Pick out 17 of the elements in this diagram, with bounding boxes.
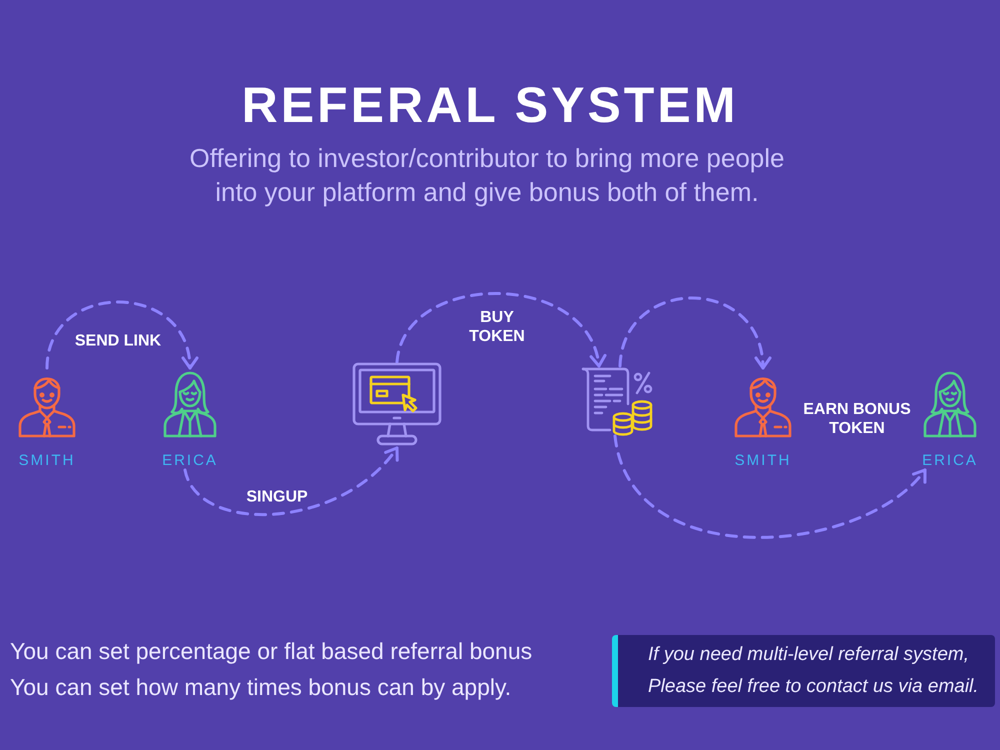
dashed-arrow xyxy=(184,446,398,516)
info-text: You can set how many times bonus can by apply. xyxy=(10,673,512,701)
dashed-arrow xyxy=(396,292,605,368)
note-text: If you need multi-level referral system, Please feel free to contact us via email. xyxy=(648,643,980,699)
title: REFERAL SYSTEM xyxy=(242,76,738,135)
receipt-with-coins-icon xyxy=(580,366,654,436)
person-name: ERICA xyxy=(922,452,978,470)
person-name: SMITH xyxy=(18,452,76,470)
info-text: You can set percentage or flat based referral bonus xyxy=(10,637,532,665)
subtitle: Offering to investor/contributor to bring more people into your platform and give bonus both of them. xyxy=(188,142,786,209)
computer-monitor-icon xyxy=(352,362,442,448)
person-name: ERICA xyxy=(162,452,218,470)
dashed-arrow xyxy=(614,434,926,539)
note-box xyxy=(612,635,995,707)
dashed-arrow xyxy=(618,296,770,370)
dashed-arrow xyxy=(46,300,198,370)
person-name: SMITH xyxy=(734,452,792,470)
